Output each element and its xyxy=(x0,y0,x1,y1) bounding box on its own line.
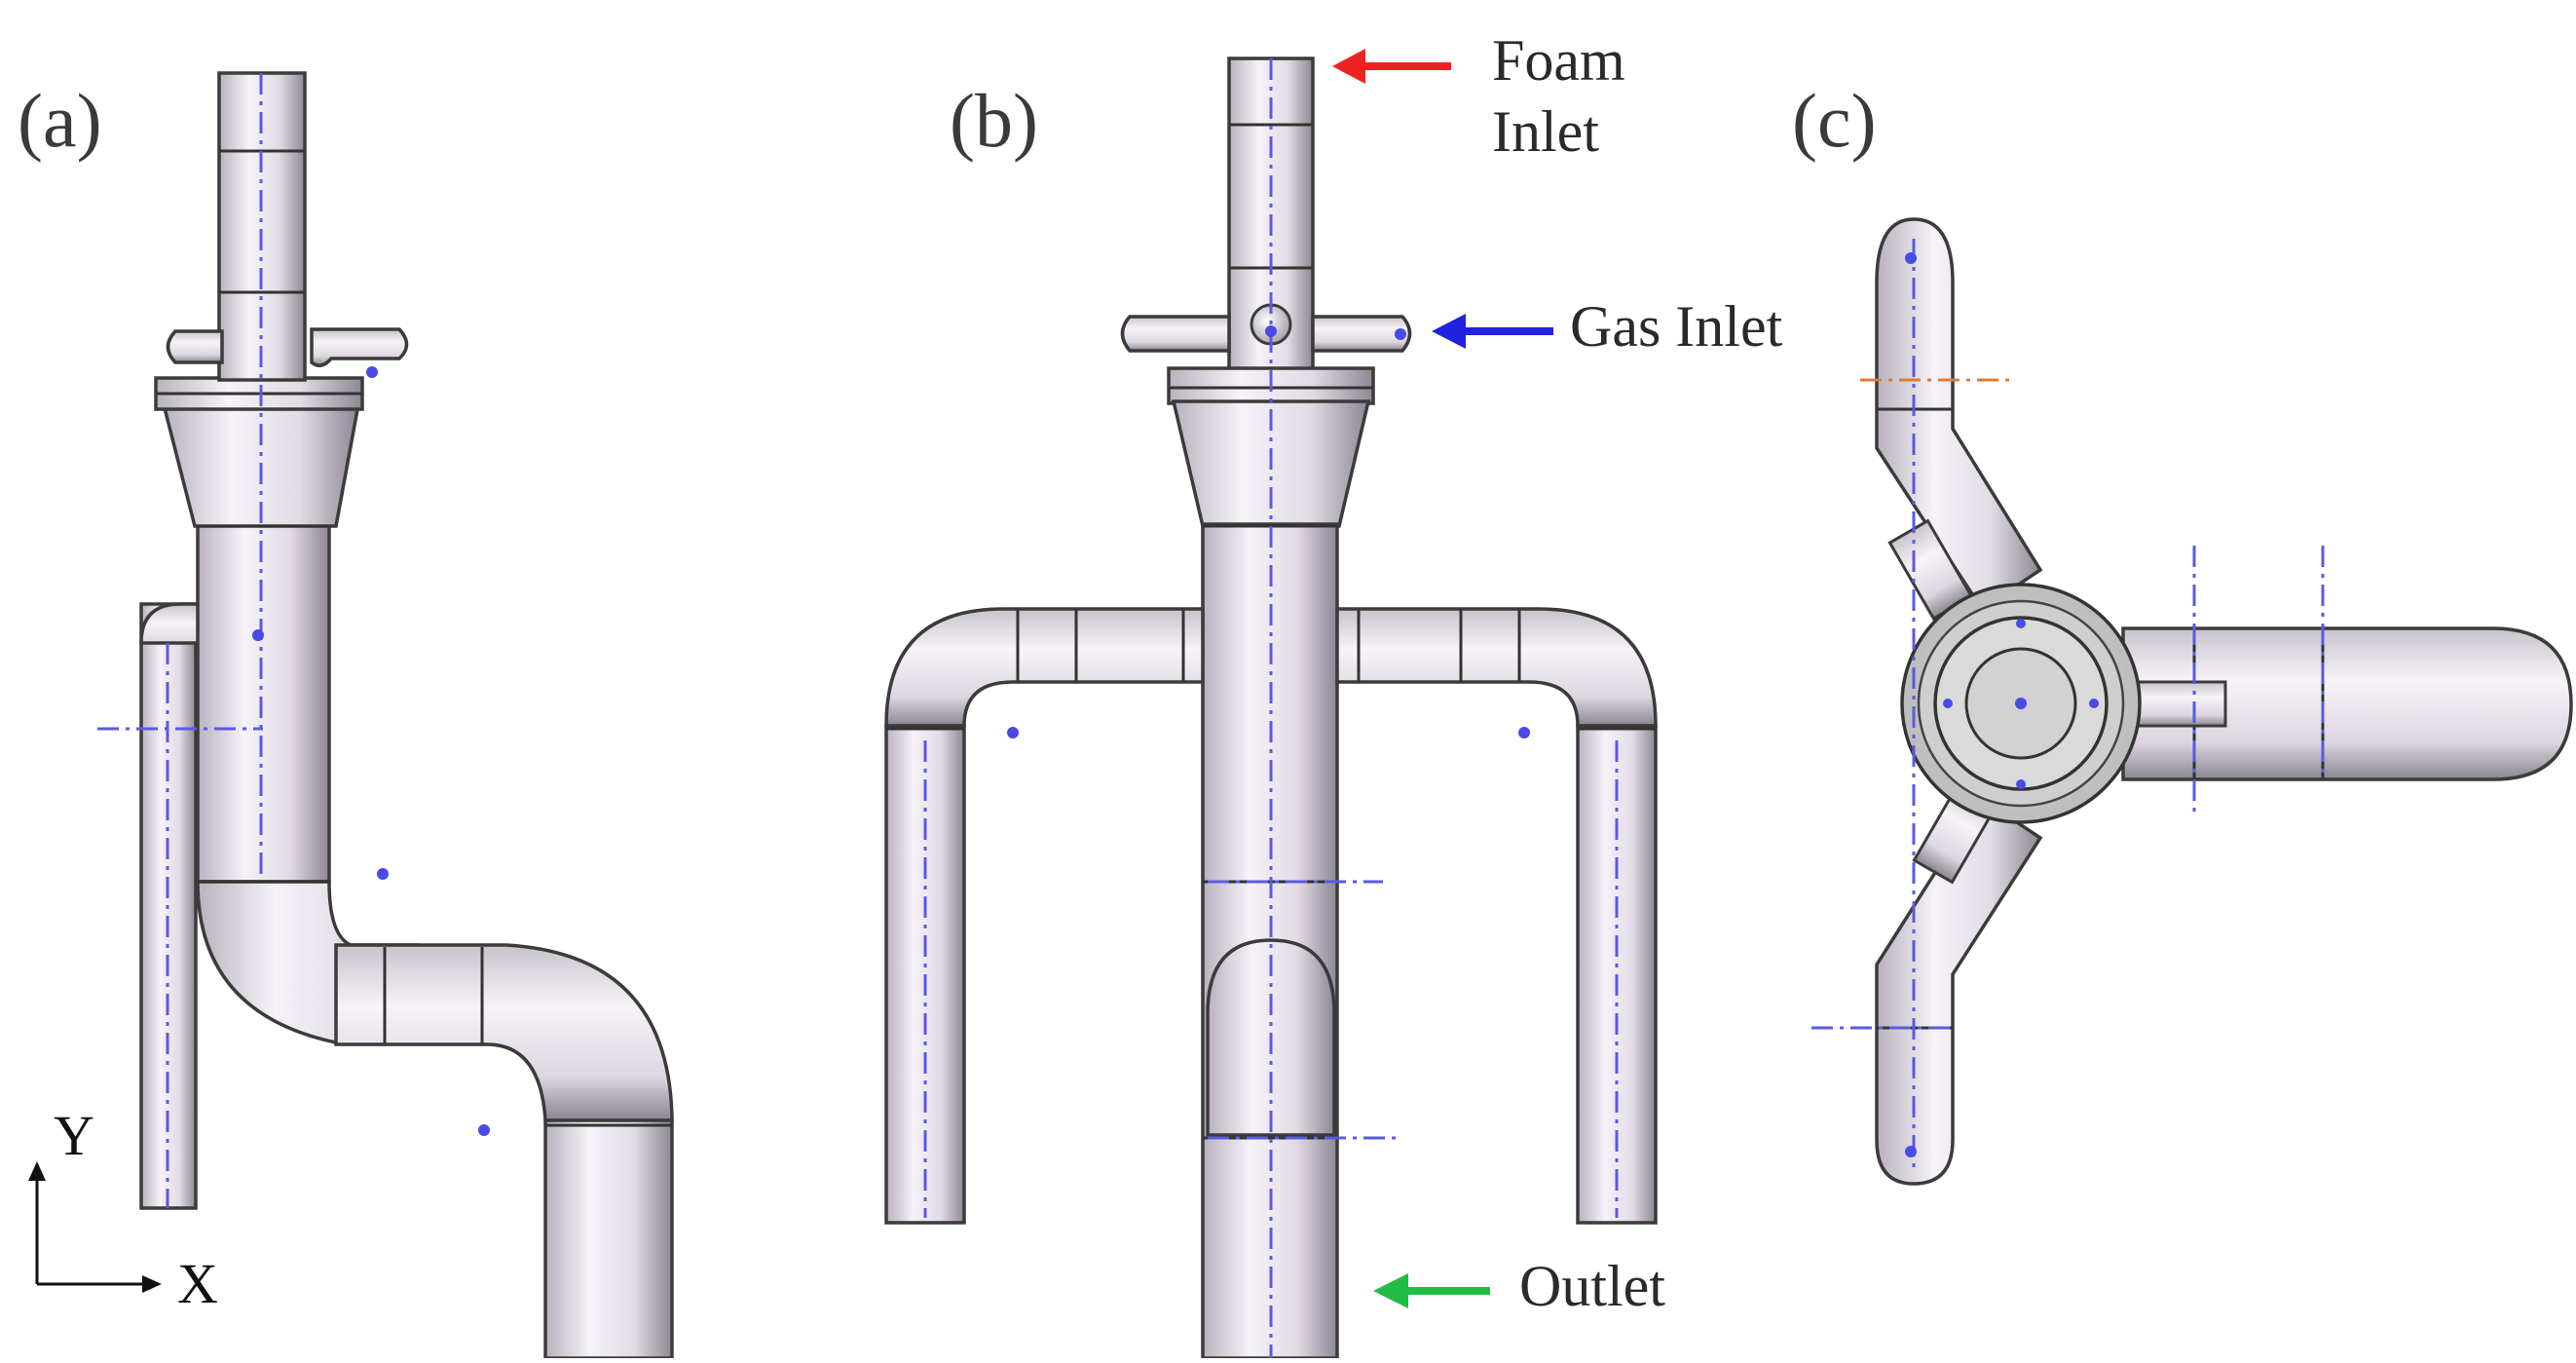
panel-b-label: (b) xyxy=(950,78,1038,163)
panel-c-label: (c) xyxy=(1792,78,1877,163)
foam-inlet-annotation: Foam Inlet xyxy=(1332,28,1625,164)
panel-a-main-body xyxy=(196,519,331,884)
y-axis-label: Y xyxy=(54,1104,94,1167)
panel-c-lower-arm xyxy=(1875,796,2043,1186)
panel-b-right-arm xyxy=(1335,607,1658,728)
panel-a-gas-stub-left xyxy=(166,329,224,364)
x-axis-label: X xyxy=(177,1252,218,1315)
coordinate-axes: Y X xyxy=(28,1104,218,1315)
gas-inlet-label: Gas Inlet xyxy=(1570,294,1783,359)
panel-a-drawing xyxy=(97,71,674,1360)
panel-b-gas-stub-right xyxy=(1311,315,1412,353)
panel-b-drawing xyxy=(884,57,1658,1360)
panel-b-left-arm xyxy=(884,607,1205,728)
panel-a-outlet-pipe xyxy=(543,1118,674,1360)
x-axis-arrow-icon xyxy=(142,1275,162,1293)
gas-inlet-arrow-icon xyxy=(1432,314,1466,349)
panel-c-right-arm xyxy=(2121,626,2573,781)
foam-inlet-arrow-icon xyxy=(1332,49,1365,84)
y-axis-arrow-icon xyxy=(28,1161,46,1181)
foam-inlet-label-line2: Inlet xyxy=(1492,99,1599,164)
panel-c-drawing xyxy=(1811,217,2573,1186)
foam-inlet-label-line1: Foam xyxy=(1492,28,1625,93)
panel-b-gas-stub-left xyxy=(1120,315,1231,353)
outlet-annotation: Outlet xyxy=(1373,1254,1665,1318)
panel-c-upper-arm xyxy=(1875,217,2043,612)
panel-a-bend-pipe xyxy=(334,943,674,1122)
gas-inlet-annotation: Gas Inlet xyxy=(1432,294,1783,359)
panel-a-gas-stub-right xyxy=(310,327,409,367)
outlet-arrow-icon xyxy=(1373,1273,1408,1308)
outlet-label: Outlet xyxy=(1519,1254,1665,1318)
panel-a-label: (a) xyxy=(18,78,102,163)
